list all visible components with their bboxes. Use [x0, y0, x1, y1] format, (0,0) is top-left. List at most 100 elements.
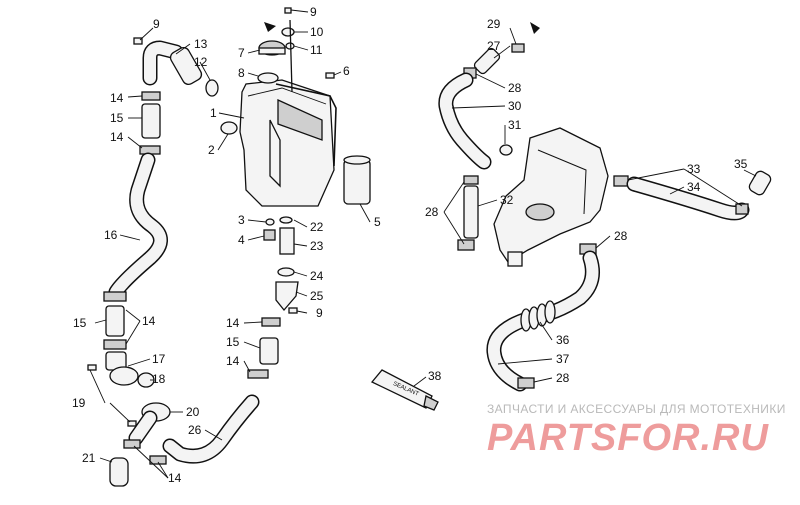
callout-19: 19: [72, 396, 86, 410]
screw-9-top: [284, 7, 292, 14]
leader-7: [247, 49, 261, 54]
arrow-marker-right: [530, 22, 540, 34]
callout-14: 14: [226, 354, 240, 368]
cap-21: [109, 457, 129, 487]
hose-32: [463, 185, 479, 239]
callout-20: 20: [186, 405, 200, 419]
callout-23: 23: [310, 239, 324, 253]
leader-28b: [443, 181, 465, 213]
sleeve-27: [473, 47, 501, 75]
flange-17: [109, 366, 139, 386]
elbow-20-body: [130, 412, 156, 444]
leader-13: [175, 43, 191, 55]
callout-16: 16: [104, 228, 118, 242]
leader-14c: [125, 309, 141, 322]
coolant-reservoir: [493, 127, 609, 263]
sealant-tube-body: [370, 369, 433, 409]
clamp-29: [511, 43, 525, 53]
callout-32: 32: [500, 193, 514, 207]
callout-6: 6: [343, 64, 350, 78]
callout-27: 27: [487, 39, 501, 53]
reservoir-cap: [525, 203, 555, 221]
callout-28: 28: [556, 371, 570, 385]
callout-36: 36: [556, 333, 570, 347]
leader-35: [743, 169, 757, 177]
watermark-brand: PARTSFOR.RU: [487, 417, 769, 459]
clamp-14-f: [149, 455, 167, 465]
o-ring-8: [257, 72, 279, 84]
oil-tank-assembly: [162, 7, 371, 464]
leader-14d: [125, 320, 141, 345]
callout-numbers: 9 13 12 14 15 14 16 15 14 17 18 19 20 21…: [72, 5, 748, 485]
bushing-2: [220, 121, 238, 135]
clamp-14-a: [141, 91, 161, 101]
leader-16: [119, 234, 141, 241]
callout-11: 11: [310, 43, 323, 57]
leader-23: [293, 243, 308, 247]
clamp-28-c: [457, 239, 475, 251]
callout-3: 3: [238, 213, 245, 227]
callout-14: 14: [168, 471, 182, 485]
leader-32: [477, 199, 498, 207]
hose-36-corrugation: [520, 300, 556, 332]
filter-5-top: [343, 155, 371, 165]
leader-26: [204, 429, 223, 441]
callout-10: 10: [310, 25, 324, 39]
screw-9-lower: [288, 307, 298, 314]
arrow-marker-top: [264, 22, 276, 32]
o-ring-24: [277, 267, 295, 277]
clamp-28-b: [463, 175, 479, 185]
oil-tank-1: [239, 79, 335, 207]
o-ring-11: [285, 42, 295, 50]
o-ring-22: [279, 216, 293, 224]
elbow-25: [275, 281, 299, 312]
elbow-13-body: [144, 42, 182, 84]
leader-17: [127, 358, 151, 367]
callout-15: 15: [226, 335, 240, 349]
clamp-33: [613, 175, 629, 187]
callout-9: 9: [310, 5, 317, 19]
callout-25: 25: [310, 289, 324, 303]
gasket-6: [275, 83, 337, 167]
leader-9c: [296, 310, 308, 314]
leader-8: [247, 72, 259, 77]
oil-tank-side: [269, 119, 281, 188]
left-hose-assembly: [87, 37, 219, 487]
leader-36: [539, 321, 553, 341]
callout-26: 26: [188, 423, 202, 437]
hose-16-body: [110, 154, 167, 298]
screw-9-top-left: [133, 37, 143, 45]
reservoir-outlet: [507, 251, 523, 267]
callout-37: 37: [556, 352, 570, 366]
callout-7: 7: [238, 46, 245, 60]
washer-3: [265, 218, 275, 226]
callout-31: 31: [508, 118, 522, 132]
callout-30: 30: [508, 99, 522, 113]
callout-38: 38: [428, 369, 442, 383]
sealant-tube-nozzle: [423, 395, 439, 411]
leader-14b: [127, 136, 143, 149]
callout-17: 17: [152, 352, 166, 366]
callout-28: 28: [614, 229, 628, 243]
callout-5: 5: [374, 215, 381, 229]
leader-25: [295, 291, 308, 297]
leader-11: [293, 45, 309, 51]
hose-30-body: [439, 74, 490, 168]
leader-5: [359, 203, 371, 223]
leader-14h: [243, 360, 251, 373]
callout-18: 18: [152, 372, 166, 386]
callout-28: 28: [508, 81, 522, 95]
leader-6: [333, 71, 342, 76]
leader-14a: [127, 95, 143, 98]
callout-15: 15: [73, 316, 87, 330]
leader-24: [293, 271, 308, 277]
leader-4: [247, 235, 265, 241]
fitting-35: [748, 170, 772, 196]
sleeve-15-a: [141, 103, 161, 139]
cap-7-base: [258, 47, 286, 55]
leader-14e: [157, 461, 169, 479]
leader-33b: [683, 168, 743, 207]
leader-1: [218, 112, 245, 119]
